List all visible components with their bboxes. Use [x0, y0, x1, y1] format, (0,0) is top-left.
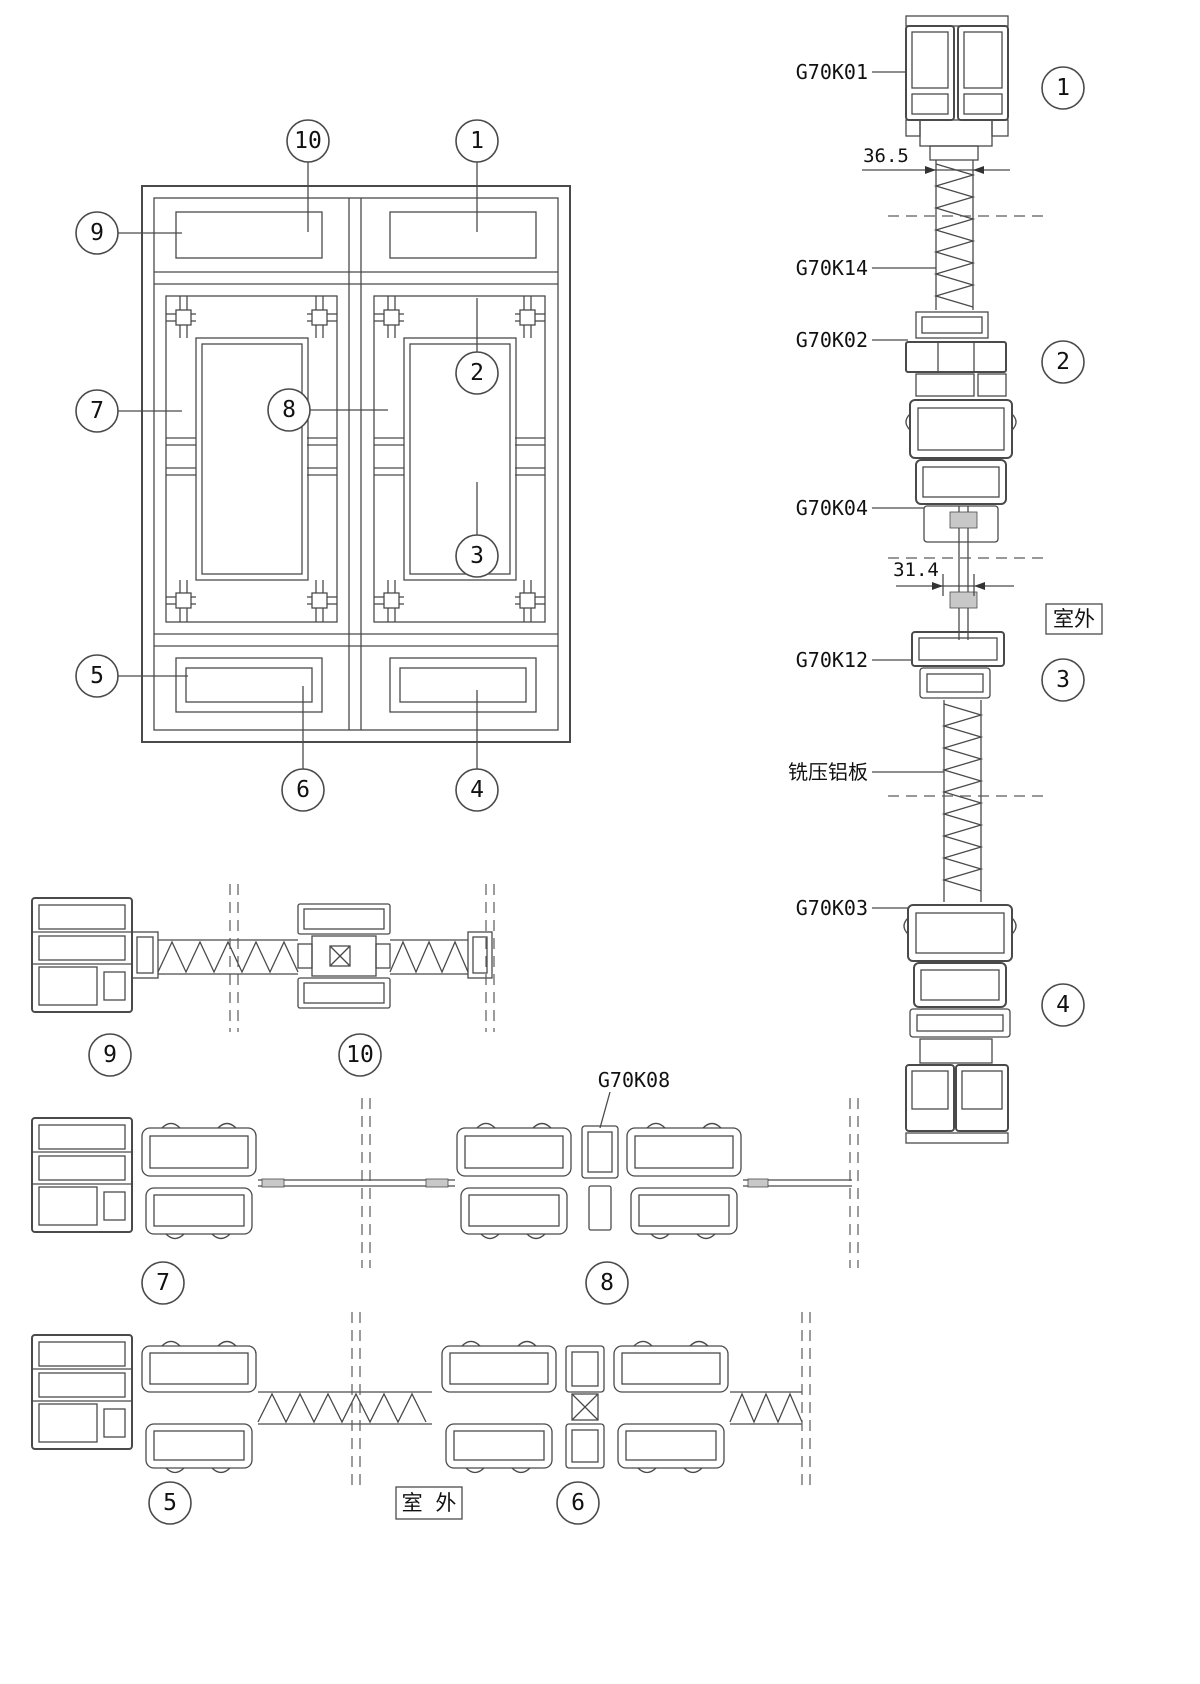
vsection-glazing-strip — [949, 506, 978, 640]
label-g70k02: G70K02 — [796, 328, 908, 352]
callout-5: 5 — [75, 654, 188, 698]
callout-section-5: 5 — [148, 1481, 192, 1525]
label-g70k01: G70K01 — [796, 60, 906, 84]
callout-2: 2 — [455, 298, 499, 395]
frame-profile-plan — [31, 1334, 133, 1450]
svg-text:室 外: 室 外 — [402, 1491, 457, 1515]
sash-profile-plan — [141, 1340, 257, 1474]
vsection-sill-profile — [905, 1038, 1009, 1144]
center-connector-profile — [565, 1345, 605, 1469]
svg-text:10: 10 — [294, 128, 322, 154]
plan-section-7-8: G70K08 7 8 — [31, 1068, 859, 1305]
svg-text:1: 1 — [470, 128, 484, 154]
svg-text:G70K03: G70K03 — [796, 896, 868, 920]
svg-text:3: 3 — [1056, 667, 1070, 693]
frame-profile-plan — [31, 897, 133, 1013]
svg-text:5: 5 — [90, 663, 104, 689]
sash-left — [165, 295, 338, 623]
svg-text:2: 2 — [470, 360, 484, 386]
vsection-head-profile — [905, 15, 1009, 161]
top-panel-left — [175, 211, 323, 259]
svg-text:9: 9 — [103, 1042, 117, 1068]
svg-text:7: 7 — [90, 398, 104, 424]
frame-profile-plan — [31, 1117, 133, 1233]
svg-text:1: 1 — [1056, 75, 1070, 101]
callout-section-4: 4 — [1041, 983, 1085, 1027]
svg-text:室外: 室外 — [1053, 607, 1095, 631]
svg-text:6: 6 — [571, 1490, 585, 1516]
callout-section-8: 8 — [585, 1261, 629, 1305]
callout-10: 10 — [286, 119, 330, 232]
sash-profile-plan — [141, 1122, 257, 1240]
vsection-sash-profile-lower — [903, 904, 1017, 1038]
svg-text:10: 10 — [346, 1042, 374, 1068]
plan-section-9-10: 9 10 — [31, 884, 495, 1077]
svg-text:3: 3 — [470, 543, 484, 569]
sash-profile-plan — [626, 1122, 742, 1240]
callout-9: 9 — [75, 211, 182, 255]
g70k08-mullion-profile — [581, 1125, 619, 1231]
vsection-infill-upper — [933, 160, 976, 310]
vsection-midrail-profile — [911, 631, 1005, 699]
vsection-infill-lower — [941, 700, 984, 902]
svg-text:36.5: 36.5 — [863, 145, 909, 167]
svg-text:G70K14: G70K14 — [796, 256, 868, 280]
plan-section-5-6: 5 6 室 外 — [31, 1312, 811, 1525]
svg-text:G70K12: G70K12 — [796, 648, 868, 672]
sash-profile-plan — [456, 1122, 572, 1240]
svg-text:9: 9 — [90, 220, 104, 246]
svg-text:6: 6 — [296, 777, 310, 803]
callout-section-1: 1 — [1041, 66, 1085, 110]
label-g70k12: G70K12 — [796, 648, 912, 672]
svg-text:8: 8 — [282, 397, 296, 423]
mullion-profile-plan — [297, 903, 391, 1009]
callout-4: 4 — [455, 690, 499, 812]
callout-section-9: 9 — [88, 1033, 132, 1077]
vertical-section: G70K01 1 36.5 G70K14 — [788, 15, 1103, 1144]
label-g70k04: G70K04 — [796, 496, 924, 520]
sash-profile-plan — [613, 1340, 729, 1474]
svg-text:8: 8 — [600, 1270, 614, 1296]
bottom-panel-right — [389, 657, 537, 713]
svg-text:铣压铝板: 铣压铝板 — [788, 760, 868, 784]
svg-text:7: 7 — [156, 1270, 170, 1296]
label-g70k08: G70K08 — [598, 1068, 670, 1129]
callout-3: 3 — [455, 482, 499, 578]
callout-7: 7 — [75, 389, 182, 433]
svg-text:G70K08: G70K08 — [598, 1068, 670, 1092]
svg-text:4: 4 — [470, 777, 484, 803]
window-elevation: 9 10 1 2 3 7 8 — [75, 119, 571, 812]
callout-section-6: 6 — [556, 1481, 600, 1525]
svg-text:5: 5 — [163, 1490, 177, 1516]
callout-6: 6 — [281, 686, 325, 812]
callout-section-3: 3 — [1041, 658, 1085, 702]
label-milled-aluminum-plate: 铣压铝板 — [788, 760, 944, 784]
svg-text:2: 2 — [1056, 349, 1070, 375]
sash-right — [373, 295, 546, 623]
vsection-transom-profile — [905, 311, 1007, 397]
callout-8: 8 — [267, 388, 388, 432]
vsection-sash-profile-upper — [905, 399, 1017, 543]
callout-section-10: 10 — [338, 1033, 382, 1077]
callout-section-2: 2 — [1041, 340, 1085, 384]
sash-profile-plan — [441, 1340, 557, 1474]
svg-text:31.4: 31.4 — [893, 559, 939, 581]
svg-text:G70K04: G70K04 — [796, 496, 868, 520]
outdoor-box-bottom: 室 外 — [395, 1486, 463, 1520]
callout-1: 1 — [455, 119, 499, 232]
bottom-panel-left — [175, 657, 323, 713]
label-g70k14: G70K14 — [796, 256, 936, 280]
outdoor-box-right: 室外 — [1045, 603, 1103, 635]
svg-text:4: 4 — [1056, 992, 1070, 1018]
svg-text:G70K01: G70K01 — [796, 60, 868, 84]
dim-panel-thickness: 36.5 — [862, 145, 1010, 174]
top-panel-right — [389, 211, 537, 259]
label-g70k03: G70K03 — [796, 896, 908, 920]
callout-section-7: 7 — [141, 1261, 185, 1305]
dim-glazing-thickness: 31.4 — [893, 559, 1014, 596]
svg-text:G70K02: G70K02 — [796, 328, 868, 352]
